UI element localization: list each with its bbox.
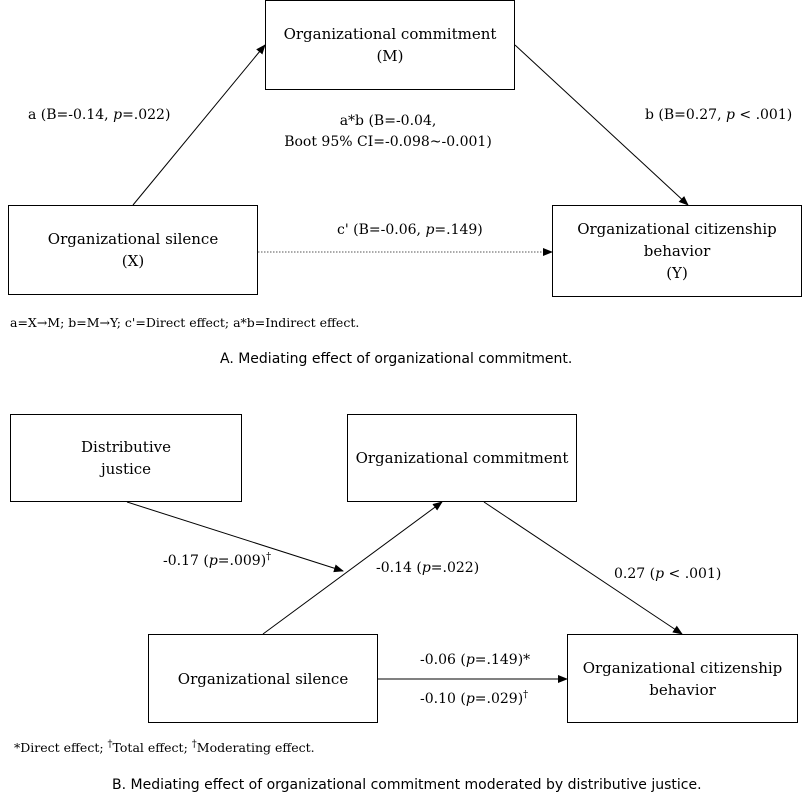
node-line: behavior bbox=[643, 242, 711, 260]
panel-a-caption: A. Mediating effect of organizational co… bbox=[220, 351, 573, 367]
arrow-b-m-to-y bbox=[483, 501, 683, 635]
node-organizational-citizenship-behavior: Organizational citizenship behavior bbox=[567, 634, 798, 723]
node-organizational-silence: Organizational silence bbox=[148, 634, 378, 723]
node-line: justice bbox=[100, 460, 152, 478]
arrow-moderation bbox=[126, 501, 344, 573]
node-line: (M) bbox=[376, 47, 404, 65]
path-total-label: -0.10 (p=.029)† bbox=[420, 689, 529, 707]
node-line: Organizational commitment bbox=[355, 449, 569, 467]
node-line: Organizational silence bbox=[177, 669, 349, 688]
node-distributive-justice: Distributive justice bbox=[10, 414, 242, 502]
path-ab-label: a*b (B=-0.04, Boot 95% CI=-0.098~-0.001) bbox=[270, 112, 506, 151]
node-organizational-commitment: Organizational commitment bbox=[347, 414, 577, 502]
node-line: Organizational commitment bbox=[283, 25, 497, 43]
node-organizational-silence-x: Organizational silence (X) bbox=[8, 205, 258, 295]
path-x-to-m-label: -0.14 (p=.022) bbox=[376, 560, 480, 576]
arrow-b-x-to-m bbox=[262, 501, 443, 635]
path-a-label: a (B=-0.14, p=.022) bbox=[28, 107, 171, 123]
node-organizational-commitment-m: Organizational commitment (M) bbox=[265, 0, 515, 90]
node-line: Organizational citizenship bbox=[577, 220, 777, 238]
panel-a-note: a=X→M; b=M→Y; c'=Direct effect; a*b=Indi… bbox=[10, 315, 360, 330]
path-m-to-y-label: 0.27 (p < .001) bbox=[614, 566, 722, 582]
total-effect-mark: † bbox=[523, 689, 529, 701]
path-ab-line2: Boot 95% CI=-0.098~-0.001) bbox=[284, 134, 492, 150]
node-line: Organizational silence bbox=[47, 230, 219, 248]
path-direct-label: -0.06 (p=.149)* bbox=[420, 652, 531, 668]
arrow-b-m-to-y bbox=[514, 44, 689, 206]
path-ab-line1: a*b (B=-0.04, bbox=[339, 113, 437, 129]
node-line: (X) bbox=[121, 252, 145, 270]
path-moderation-label: -0.17 (p=.009)† bbox=[163, 551, 272, 569]
node-line: Distributive bbox=[81, 438, 171, 456]
node-line: (Y) bbox=[666, 264, 688, 282]
node-organizational-citizenship-behavior-y: Organizational citizenship behavior (Y) bbox=[552, 205, 802, 297]
panel-b-note: *Direct effect; †Total effect; †Moderati… bbox=[14, 738, 315, 755]
arrow-a-x-to-m bbox=[132, 44, 266, 206]
node-line: behavior bbox=[649, 680, 716, 699]
node-line: Organizational citizenship bbox=[582, 658, 783, 677]
panel-b-caption: B. Mediating effect of organizational co… bbox=[112, 777, 702, 793]
moderating-effect-mark: † bbox=[266, 551, 272, 563]
path-b-label: b (B=0.27, p < .001) bbox=[645, 107, 793, 123]
path-c-label: c' (B=-0.06, p=.149) bbox=[337, 222, 483, 238]
